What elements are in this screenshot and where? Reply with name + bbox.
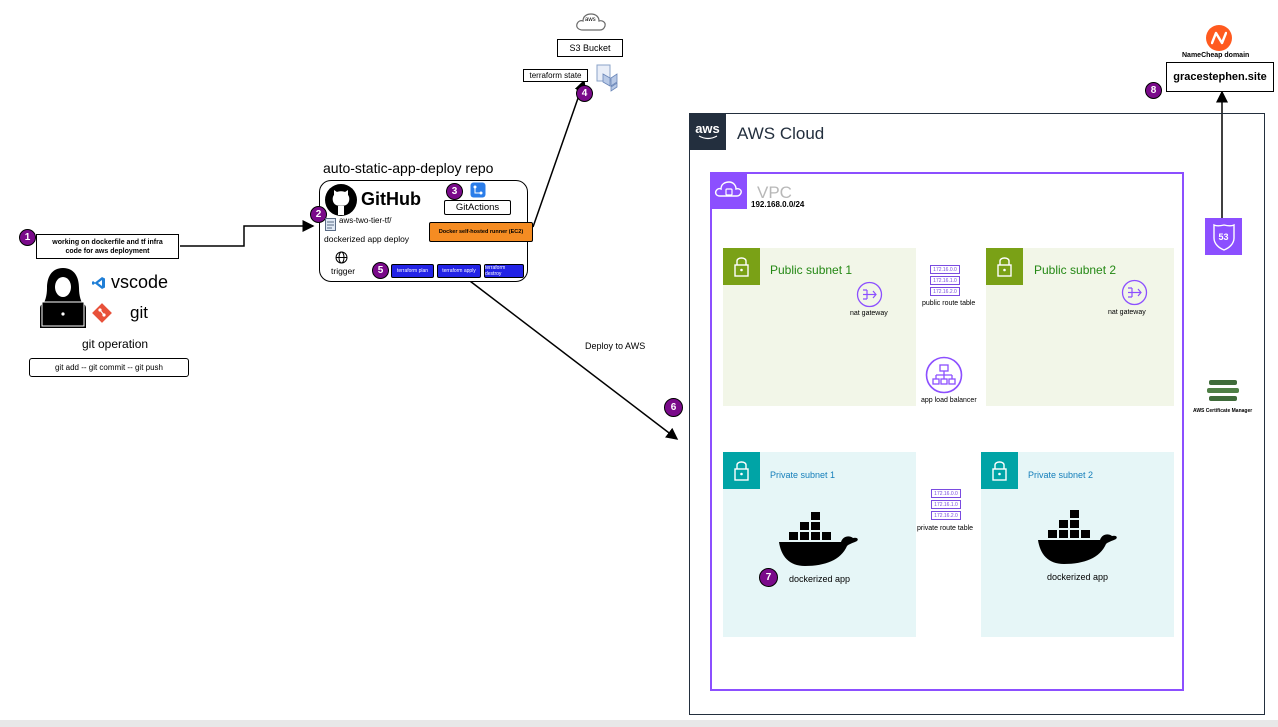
aws-logo-text: aws: [695, 121, 720, 136]
aws-logo-icon: aws: [689, 113, 726, 150]
repo-app-label: dockerized app deploy: [324, 234, 410, 244]
terraform-plan-button[interactable]: terraform plan: [391, 264, 434, 278]
step-4-badge: 4: [576, 85, 593, 102]
alb-label: app load balancer: [921, 397, 977, 404]
step-7-badge: 7: [759, 568, 778, 587]
vpc-cidr: 192.168.0.0/24: [751, 200, 805, 209]
private-route-table-label: private route table: [917, 525, 974, 532]
terraform-state-label: terraform state: [529, 71, 582, 80]
lock-icon: [986, 248, 1023, 285]
route53-icon: 53: [1205, 218, 1242, 255]
docker-icon: [779, 512, 858, 566]
step-2-badge: 2: [310, 206, 327, 223]
deploy-to-aws-label: Deploy to AWS: [585, 341, 646, 351]
domain-box: gracestephen.site: [1166, 62, 1274, 92]
private-route-entry: 172.16.2.0: [931, 511, 961, 520]
public-route-entry: 172.16.2.0: [930, 287, 960, 296]
namecheap-logo-icon: [1206, 25, 1232, 51]
public-subnet-2-label: Public subnet 2: [1034, 263, 1117, 277]
self-hosted-runner: Docker self-hosted runner (EC2): [429, 222, 533, 242]
git-commands-text: git add -- git commit -- git push: [54, 363, 164, 372]
dockerized-app-2-label: dockerized app: [1047, 572, 1109, 582]
terraform-destroy-button[interactable]: terraform destroy: [484, 264, 524, 278]
public-subnet-2: Public subnet 2: [986, 248, 1174, 406]
load-balancer-icon: [925, 356, 963, 394]
terraform-state-box: terraform state: [523, 69, 588, 82]
public-subnet-1-label: Public subnet 1: [770, 263, 853, 277]
gitactions-box: GitActions: [444, 200, 511, 215]
private-subnet-2-label: Private subnet 2: [1028, 470, 1094, 480]
step-5-badge: 5: [372, 262, 389, 279]
aws-small-text: aws: [585, 17, 596, 23]
lock-icon: [723, 452, 760, 489]
file-icon: [325, 218, 336, 231]
private-route-entry: 172.16.0.0: [931, 489, 961, 498]
docker-icon: [1038, 510, 1117, 564]
s3-bucket-box: S3 Bucket: [557, 39, 623, 57]
domain-name: gracestephen.site: [1173, 71, 1267, 83]
aws-cloud-title: AWS Cloud: [737, 124, 825, 143]
public-subnet-1: Public subnet 1: [723, 248, 916, 406]
vscode-label: vscode: [111, 272, 169, 292]
git-operation-label: git operation: [82, 337, 149, 351]
aws-cloud-container: [689, 113, 1265, 715]
step-3-badge: 3: [446, 183, 463, 200]
certificate-manager-icon: [1207, 380, 1239, 401]
github-icon: [325, 184, 357, 216]
vpc-icon: [710, 172, 747, 209]
acm-label: AWS Certificate Manager: [1193, 408, 1253, 414]
nat-gateway-icon: [856, 281, 883, 308]
namecheap-label: NameCheap domain: [1182, 52, 1250, 59]
public-route-table-label: public route table: [922, 300, 976, 307]
horizontal-scrollbar[interactable]: [0, 720, 1278, 727]
step-1-badge: 1: [19, 229, 36, 246]
repo-title: auto-static-app-deploy repo: [323, 160, 494, 176]
git-label: git: [130, 303, 148, 322]
step-8-badge: 8: [1145, 82, 1162, 99]
runner-label: Docker self-hosted runner (EC2): [438, 229, 524, 235]
nat-gateway-2-label: nat gateway: [1108, 309, 1146, 316]
step1-text: working on dockerfile and tf infra code …: [52, 238, 163, 255]
trigger-label: trigger: [331, 266, 356, 276]
vpc-container: [710, 172, 1184, 691]
route53-label: 53: [1218, 231, 1229, 242]
step-6-badge: 6: [664, 398, 683, 417]
nat-gateway-1-label: nat gateway: [850, 310, 888, 317]
vpc-label: VPC: [757, 183, 792, 202]
lock-icon: [723, 248, 760, 285]
repo-file-label: aws-two-tier-tf/: [339, 216, 392, 225]
public-route-entry: 172.16.0.0: [930, 265, 960, 274]
s3-bucket-label: S3 Bucket: [569, 43, 611, 53]
private-subnet-1-label: Private subnet 1: [770, 470, 836, 480]
git-icon: [92, 303, 112, 323]
dockerized-app-1-label: dockerized app: [789, 574, 851, 584]
developer-icon: [40, 268, 86, 328]
lock-icon: [981, 452, 1018, 489]
nat-gateway-icon: [1121, 279, 1148, 306]
aws-cloud-small-icon: [576, 13, 606, 31]
private-route-entry: 172.16.1.0: [931, 500, 961, 509]
private-subnet-2: Private subnet 2: [981, 452, 1174, 637]
vscode-icon: [92, 277, 105, 289]
public-route-entry: 172.16.1.0: [930, 276, 960, 285]
step1-description: working on dockerfile and tf infra code …: [36, 234, 179, 259]
github-label: GitHub: [361, 189, 421, 209]
terraform-apply-button[interactable]: terraform apply: [437, 264, 481, 278]
trigger-icon: [335, 251, 348, 264]
gitactions-label: GitActions: [455, 202, 500, 213]
tfstate-file-icon: [596, 64, 618, 92]
git-commands-box: git add -- git commit -- git push: [29, 358, 189, 377]
gitactions-icon: [470, 182, 486, 198]
